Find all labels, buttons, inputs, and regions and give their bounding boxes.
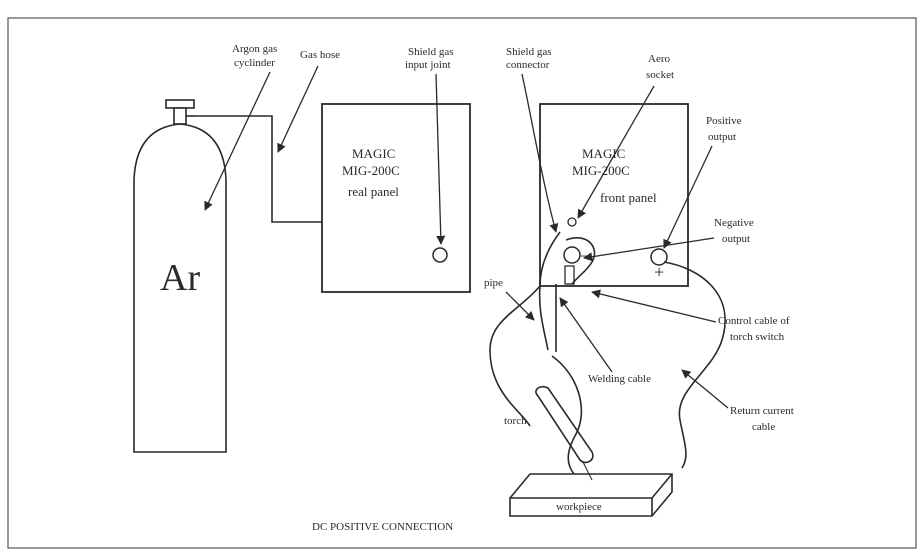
control-line2: torch switch bbox=[730, 331, 785, 343]
control-cable bbox=[565, 237, 596, 285]
negative-arrow bbox=[583, 237, 715, 262]
aero-line2: socket bbox=[646, 69, 674, 81]
rear-panel-caption: real panel bbox=[348, 184, 399, 199]
input-joint-line1: Shield gas bbox=[408, 46, 454, 58]
machine-front-panel: MAGIC MIG-200C front panel − + bbox=[539, 103, 689, 287]
input-joint-line2: input joint bbox=[405, 59, 451, 71]
label-aero-socket: Aero socket bbox=[577, 53, 674, 219]
positive-line1: Positive bbox=[706, 115, 742, 127]
label-argon-gas-cylinder: Argon gas cyclinder bbox=[204, 43, 277, 211]
connector-line1: Shield gas bbox=[506, 46, 552, 58]
label-pipe: pipe bbox=[484, 277, 535, 321]
torch-label: torch bbox=[504, 415, 527, 427]
argon-label-line2: cyclinder bbox=[234, 57, 275, 69]
gas-hose-label: Gas hose bbox=[300, 49, 340, 61]
front-panel-model: MIG-200C bbox=[572, 163, 630, 178]
argon-label-line1: Argon gas bbox=[232, 43, 277, 55]
argon-cylinder: Ar bbox=[133, 99, 227, 453]
connector-arrow bbox=[521, 73, 559, 233]
torch-body bbox=[535, 385, 594, 464]
cylinder-valve bbox=[173, 107, 187, 125]
control-arrow bbox=[591, 289, 717, 323]
cylinder-valve-handle bbox=[165, 99, 195, 109]
positive-line2: output bbox=[708, 131, 736, 143]
control-line1: Control cable of bbox=[718, 315, 790, 327]
label-return-current-cable: Return current cable bbox=[681, 369, 794, 433]
rear-panel-model: MIG-200C bbox=[342, 163, 400, 178]
diagram-caption: DC POSITIVE CONNECTION bbox=[312, 521, 453, 533]
workpiece: workpiece bbox=[509, 473, 673, 517]
positive-terminal bbox=[650, 248, 668, 266]
aero-arrow bbox=[577, 85, 655, 219]
front-panel-caption: front panel bbox=[600, 190, 657, 205]
argon-arrow bbox=[204, 71, 271, 211]
torch-hose bbox=[489, 285, 541, 427]
workpiece-label: workpiece bbox=[556, 501, 602, 513]
diagram-frame bbox=[7, 17, 917, 549]
machine-rear-panel: MAGIC MIG-200C real panel bbox=[321, 103, 471, 293]
label-shield-gas-connector: Shield gas connector bbox=[506, 46, 559, 233]
connector-line2: connector bbox=[506, 59, 550, 71]
positive-sign: + bbox=[654, 262, 664, 282]
return-line2: cable bbox=[752, 421, 775, 433]
return-arrow bbox=[681, 369, 729, 409]
aero-socket bbox=[567, 217, 577, 227]
torch-nozzle bbox=[582, 461, 593, 481]
input-joint-arrow bbox=[435, 73, 446, 245]
label-welding-cable: Welding cable bbox=[559, 297, 651, 385]
pipe-label: pipe bbox=[484, 277, 503, 289]
torch-cable bbox=[551, 355, 583, 475]
negative-line1: Negative bbox=[714, 217, 754, 229]
gas-hose-arrow bbox=[277, 65, 319, 153]
welding-torch bbox=[535, 385, 594, 481]
label-positive-output: Positive output bbox=[663, 115, 742, 249]
label-shield-gas-input-joint: Shield gas input joint bbox=[405, 46, 454, 245]
cylinder-label: Ar bbox=[160, 257, 200, 299]
aero-line1: Aero bbox=[648, 53, 670, 65]
cylinder-body bbox=[133, 123, 227, 453]
shield-gas-input-joint bbox=[432, 247, 448, 263]
front-panel-title: MAGIC bbox=[582, 146, 625, 161]
rear-panel-box bbox=[321, 103, 471, 293]
workpiece-edges bbox=[510, 473, 673, 516]
return-current-cable bbox=[663, 261, 726, 469]
label-gas-hose: Gas hose bbox=[277, 49, 340, 153]
torch-connector bbox=[564, 265, 575, 285]
negative-sign: − bbox=[580, 246, 590, 266]
label-torch: torch bbox=[504, 415, 527, 427]
workpiece-outline bbox=[509, 473, 673, 517]
return-line1: Return current bbox=[730, 405, 794, 417]
negative-terminal bbox=[563, 246, 581, 264]
label-negative-output: Negative output bbox=[583, 217, 754, 262]
positive-arrow bbox=[663, 145, 713, 249]
pipe-arrow bbox=[505, 291, 535, 321]
negative-line2: output bbox=[722, 233, 750, 245]
welding-cable-label: Welding cable bbox=[588, 373, 651, 385]
rear-panel-title: MAGIC bbox=[352, 146, 395, 161]
label-control-cable: Control cable of torch switch bbox=[591, 289, 790, 343]
welding-cable-arrow bbox=[559, 297, 613, 373]
